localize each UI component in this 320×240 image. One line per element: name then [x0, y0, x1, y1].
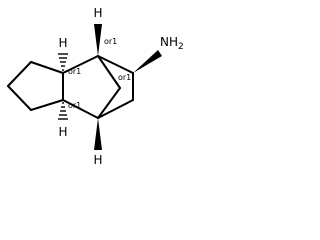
wedge-bond-c7-nh2: [133, 50, 162, 73]
hashed-bond-c5-h: [58, 102, 68, 120]
bond-c6-bridge: [97, 55, 121, 89]
amine-label-subscript: 2: [178, 42, 184, 52]
bond-bridge-c9: [97, 87, 121, 119]
norbornane-cage: [62, 55, 134, 119]
bond-c9-c5: [62, 99, 99, 119]
atom-labels: H H H H NH2: [58, 6, 183, 167]
bond-c1-c6: [62, 55, 99, 74]
hydrogen-label-c1: H: [58, 36, 67, 50]
hashed-bond-c1-h: [58, 53, 68, 71]
stereo-descriptors: or1 or1 or1 or1: [68, 37, 131, 110]
bond-c8-c9: [97, 99, 134, 119]
bond-c2-c3: [7, 61, 32, 87]
stereo-label-c5: or1: [68, 101, 81, 110]
cyclopentane-ring: [7, 61, 64, 111]
stereo-label-c6: or1: [104, 37, 117, 46]
bond-c6-c7: [97, 55, 134, 74]
hydrogen-label-c5: H: [58, 125, 67, 139]
amine-label: NH2: [160, 35, 184, 52]
stereo-bonds: [58, 24, 162, 150]
stereo-label-c1: or1: [68, 67, 81, 76]
wedge-bond-c9-h: [94, 118, 102, 150]
bond-c3-c4: [7, 85, 32, 111]
hydrogen-label-c6: H: [93, 6, 102, 20]
amine-label-main: NH: [160, 35, 178, 49]
wedge-bond-c6-h: [94, 24, 102, 56]
molecule-structure: H H H H NH2 or1 or1 or1 or1: [7, 6, 184, 167]
bond-c4-c5: [30, 99, 64, 111]
bond-c1-c2: [30, 61, 64, 74]
hydrogen-label-c9: H: [93, 153, 102, 167]
stereo-label-c7: or1: [118, 73, 131, 82]
